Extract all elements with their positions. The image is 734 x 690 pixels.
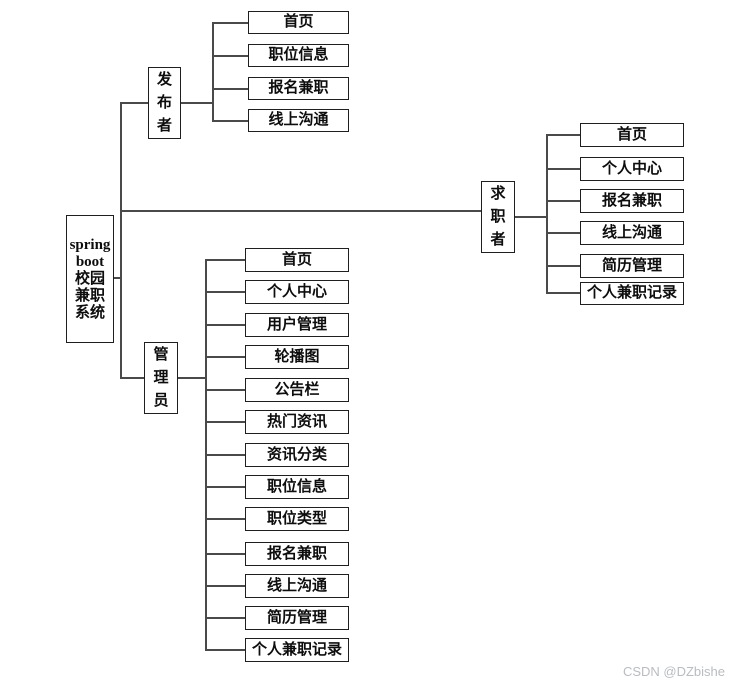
leaf-label: 公告栏 <box>274 381 320 398</box>
role-node-jobseeker: 求职者 <box>481 181 515 253</box>
root-connector-line <box>113 277 122 279</box>
jobseeker-stub-line <box>546 168 582 170</box>
root-label-line: boot <box>75 253 105 270</box>
leaf-label: 轮播图 <box>274 348 320 365</box>
leaf-label: 首页 <box>616 126 647 143</box>
admin-stub-line <box>205 585 247 587</box>
publisher-stub-line <box>212 120 249 122</box>
publisher-leaf-home: 首页 <box>248 11 349 34</box>
jobseeker-branch-line <box>546 134 548 294</box>
admin-leaf-apply-parttime: 报名兼职 <box>245 542 349 566</box>
admin-leaf-home: 首页 <box>245 248 349 272</box>
role-label: 求职者 <box>490 185 506 248</box>
admin-leaf-job-type: 职位类型 <box>245 507 349 531</box>
leaf-label: 资讯分类 <box>266 446 327 463</box>
trunk-line <box>120 102 122 379</box>
admin-leaf-online-chat: 线上沟通 <box>245 574 349 598</box>
leaf-label: 个人中心 <box>601 160 662 177</box>
admin-stub-line <box>205 421 247 423</box>
publisher-leaf-online-chat: 线上沟通 <box>248 109 349 132</box>
leaf-label: 简历管理 <box>601 257 662 274</box>
admin-leaf-news-category: 资讯分类 <box>245 443 349 467</box>
leaf-label: 简历管理 <box>266 609 327 626</box>
admin-leaf-hot-news: 热门资讯 <box>245 410 349 434</box>
root-node-springboot-system: spring boot 校园 兼职 系统 <box>66 215 114 343</box>
admin-leaf-parttime-records: 个人兼职记录 <box>245 638 349 662</box>
leaf-label: 职位类型 <box>266 510 327 527</box>
root-label-line: 校园 <box>74 270 105 287</box>
leaf-label: 个人中心 <box>266 283 327 300</box>
publisher-leaf-job-info: 职位信息 <box>248 44 349 67</box>
jobseeker-leaf-parttime-records: 个人兼职记录 <box>580 282 684 305</box>
jobseeker-leaf-personal-center: 个人中心 <box>580 157 684 181</box>
csdn-watermark: CSDN @DZbishe <box>622 664 725 679</box>
admin-stub-line <box>205 617 247 619</box>
jobseeker-connector-right <box>514 216 548 218</box>
publisher-stub-line <box>212 88 249 90</box>
leaf-label: 个人兼职记录 <box>586 285 677 301</box>
admin-leaf-bulletin-board: 公告栏 <box>245 378 349 402</box>
admin-stub-line <box>205 518 247 520</box>
role-label: 管理员 <box>153 346 169 409</box>
admin-leaf-personal-center: 个人中心 <box>245 280 349 304</box>
role-node-admin: 管理员 <box>144 342 178 414</box>
admin-stub-line <box>205 486 247 488</box>
jobseeker-connector-left <box>120 210 482 212</box>
admin-stub-line <box>205 454 247 456</box>
leaf-label: 首页 <box>281 251 312 268</box>
leaf-label: 职位信息 <box>268 47 329 63</box>
admin-stub-line <box>205 356 247 358</box>
admin-connector-left <box>120 377 146 379</box>
jobseeker-stub-line <box>546 265 582 267</box>
leaf-label: 报名兼职 <box>266 545 327 562</box>
admin-stub-line <box>205 259 247 261</box>
root-label-line: 兼职 <box>74 287 105 304</box>
admin-stub-line <box>205 553 247 555</box>
admin-leaf-job-info: 职位信息 <box>245 475 349 499</box>
leaf-label: 报名兼职 <box>268 80 329 96</box>
jobseeker-leaf-online-chat: 线上沟通 <box>580 221 684 245</box>
admin-leaf-carousel: 轮播图 <box>245 345 349 369</box>
leaf-label: 线上沟通 <box>601 224 662 241</box>
publisher-connector-left <box>120 102 149 104</box>
leaf-label: 用户管理 <box>266 316 327 333</box>
publisher-leaf-apply-parttime: 报名兼职 <box>248 77 349 100</box>
leaf-label: 首页 <box>283 14 314 30</box>
admin-stub-line <box>205 324 247 326</box>
admin-connector-right <box>177 377 207 379</box>
publisher-branch-line <box>212 22 214 122</box>
publisher-stub-line <box>212 55 249 57</box>
jobseeker-stub-line <box>546 292 582 294</box>
admin-stub-line <box>205 389 247 391</box>
leaf-label: 报名兼职 <box>601 192 662 209</box>
admin-leaf-resume-management: 简历管理 <box>245 606 349 630</box>
jobseeker-leaf-apply-parttime: 报名兼职 <box>580 189 684 213</box>
role-node-publisher: 发布者 <box>148 67 181 139</box>
leaf-label: 个人兼职记录 <box>251 641 342 658</box>
admin-stub-line <box>205 649 247 651</box>
root-label-line: 系统 <box>74 304 105 321</box>
root-label-line: spring <box>69 236 111 253</box>
admin-stub-line <box>205 291 247 293</box>
jobseeker-stub-line <box>546 232 582 234</box>
publisher-connector-right <box>180 102 214 104</box>
jobseeker-stub-line <box>546 134 582 136</box>
jobseeker-leaf-home: 首页 <box>580 123 684 147</box>
jobseeker-stub-line <box>546 200 582 202</box>
leaf-label: 线上沟通 <box>268 112 329 128</box>
admin-leaf-user-management: 用户管理 <box>245 313 349 337</box>
role-label: 发布者 <box>156 71 172 134</box>
jobseeker-leaf-resume-management: 简历管理 <box>580 254 684 278</box>
publisher-stub-line <box>212 22 249 24</box>
leaf-label: 线上沟通 <box>266 577 327 594</box>
leaf-label: 职位信息 <box>266 478 327 495</box>
leaf-label: 热门资讯 <box>266 413 327 430</box>
